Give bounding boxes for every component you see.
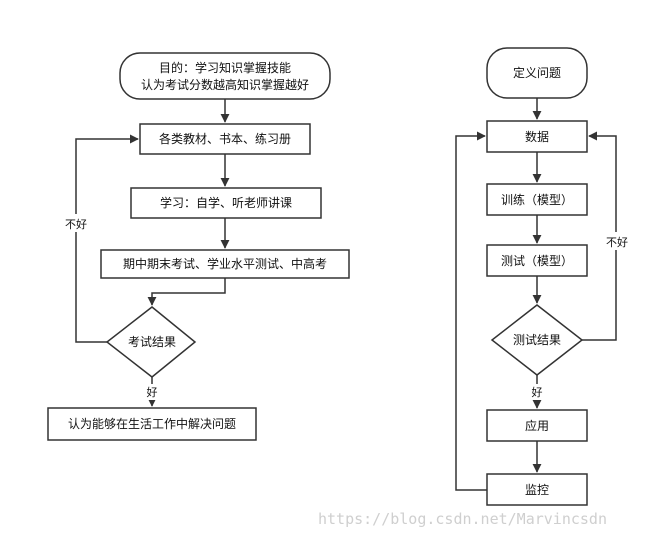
materials-text: 各类教材、书本、练习册 xyxy=(159,131,291,146)
goal-node xyxy=(119,52,331,100)
monitor-text: 监控 xyxy=(525,483,549,497)
left-good-label: 好 xyxy=(147,385,158,399)
monitor-to-data-loop xyxy=(455,131,487,491)
test-text: 测试（模型） xyxy=(501,253,573,268)
goal-text-line2: 认为考试分数越高知识掌握越好 xyxy=(141,77,309,92)
right-good-label: 好 xyxy=(532,385,543,399)
exams-to-decision-arrow xyxy=(147,278,226,306)
apply-node xyxy=(486,409,588,442)
define-problem-text: 定义问题 xyxy=(513,65,561,80)
exams-text: 期中期末考试、学业水平测试、中高考 xyxy=(123,256,327,271)
study-node xyxy=(130,187,322,219)
outcome-node xyxy=(47,407,257,441)
apply-text: 应用 xyxy=(525,418,549,433)
train-text: 训练（模型） xyxy=(501,192,573,207)
exam-result-text: 考试结果 xyxy=(128,334,176,349)
materials-node xyxy=(139,123,311,155)
left-good-label-bg xyxy=(142,384,162,400)
study-text: 学习：自学、听老师讲课 xyxy=(160,195,292,210)
right-loop-label-bg xyxy=(602,232,632,250)
left-loop-label-bg xyxy=(62,214,90,232)
right-not-good-label: 不好 xyxy=(606,235,628,249)
test-result-text: 测试结果 xyxy=(513,332,561,347)
goal-text-line1: 目的：学习知识掌握技能 xyxy=(159,60,291,75)
watermark: https://blog.csdn.net/Marvincsdn xyxy=(318,510,607,528)
outcome-text: 认为能够在生活工作中解决问题 xyxy=(68,416,236,431)
left-not-good-label: 不好 xyxy=(65,217,87,231)
right-good-label-bg xyxy=(527,384,547,400)
data-text: 数据 xyxy=(525,129,549,144)
test-node xyxy=(486,244,588,277)
left-not-good-loop xyxy=(75,134,139,343)
